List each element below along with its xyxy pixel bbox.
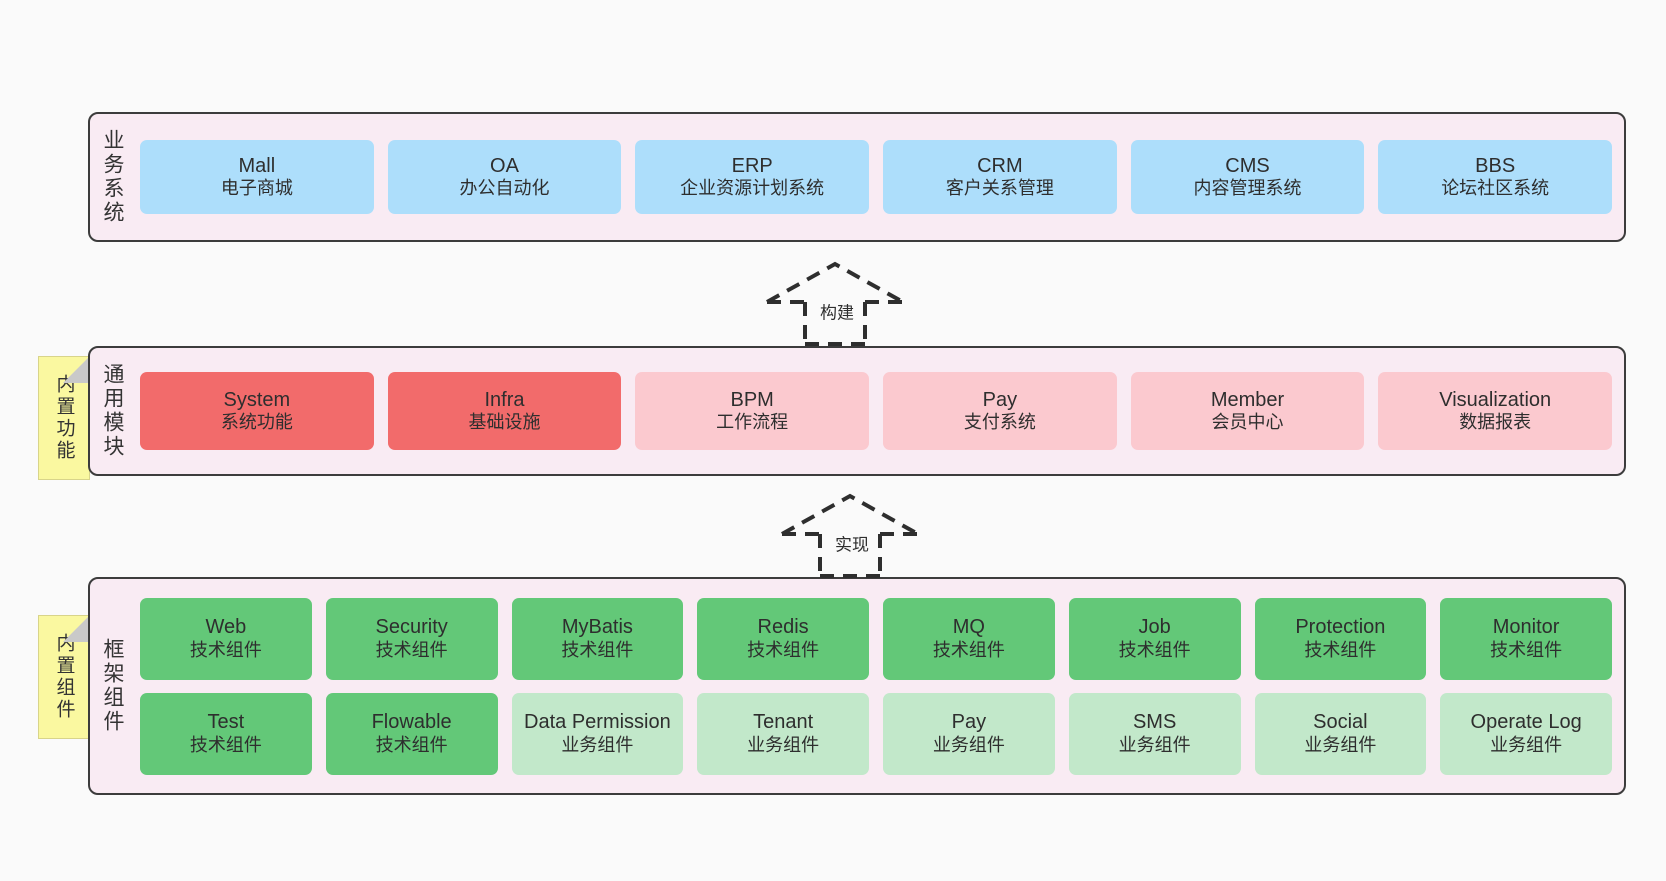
node-infra[interactable]: Infra 基础设施 xyxy=(387,372,622,450)
node-system[interactable]: System 系统功能 xyxy=(140,372,374,450)
layer-label-business-systems: 业务系统 xyxy=(101,129,125,225)
node-member[interactable]: Member 会员中心 xyxy=(1130,372,1365,450)
node-mall[interactable]: Mall 电子商城 xyxy=(140,140,374,214)
node-bbs[interactable]: BBS 论坛社区系统 xyxy=(1378,140,1613,214)
node-oa[interactable]: OA 办公自动化 xyxy=(387,140,622,214)
node-operate-log[interactable]: Operate Log 业务组件 xyxy=(1440,692,1612,775)
node-row: Web 技术组件 Security 技术组件 MyBatis 技术组件 Redi… xyxy=(134,597,1624,680)
node-cms[interactable]: CMS 内容管理系统 xyxy=(1130,140,1365,214)
layer-business-systems: 业务系统 Mall 电子商城 OA 办公自动化 ERP 企业资源计划系统 CRM… xyxy=(88,112,1626,242)
layer-label-common-modules: 通用模块 xyxy=(101,363,125,459)
node-row: Test 技术组件 Flowable 技术组件 Data Permission … xyxy=(134,692,1624,775)
connector-implement: 实现 xyxy=(775,490,925,578)
node-crm[interactable]: CRM 客户关系管理 xyxy=(883,140,1117,214)
node-pay-component[interactable]: Pay 业务组件 xyxy=(883,692,1055,775)
connector-build: 构建 xyxy=(760,258,910,346)
dashed-hollow-arrow-up-icon xyxy=(781,493,919,578)
layer-label-framework-components: 框架组件 xyxy=(101,638,125,734)
layer-body-framework-components: Web 技术组件 Security 技术组件 MyBatis 技术组件 Redi… xyxy=(134,579,1624,793)
node-security[interactable]: Security 技术组件 xyxy=(325,597,498,680)
node-row: System 系统功能 Infra 基础设施 BPM 工作流程 Pay 支付系统… xyxy=(134,372,1624,450)
node-data-permission[interactable]: Data Permission 业务组件 xyxy=(511,692,684,775)
sticky-note-built-in-components: 内置组件 xyxy=(38,615,90,739)
node-erp[interactable]: ERP 企业资源计划系统 xyxy=(635,140,870,214)
layer-common-modules: 通用模块 System 系统功能 Infra 基础设施 BPM 工作流程 Pay… xyxy=(88,346,1626,476)
node-redis[interactable]: Redis 技术组件 xyxy=(697,597,869,680)
sticky-note-built-in-components-label: 内置组件 xyxy=(53,633,75,721)
sticky-note-built-in-features-label: 内置功能 xyxy=(53,374,75,462)
node-visualization[interactable]: Visualization 数据报表 xyxy=(1378,372,1613,450)
layer-body-common-modules: System 系统功能 Infra 基础设施 BPM 工作流程 Pay 支付系统… xyxy=(134,348,1624,474)
node-web[interactable]: Web 技术组件 xyxy=(140,597,312,680)
node-pay-module[interactable]: Pay 支付系统 xyxy=(883,372,1117,450)
connector-implement-label: 实现 xyxy=(835,535,870,555)
dashed-hollow-arrow-up-icon xyxy=(766,261,904,346)
node-tenant[interactable]: Tenant 业务组件 xyxy=(697,692,869,775)
node-flowable[interactable]: Flowable 技术组件 xyxy=(325,692,498,775)
sticky-note-built-in-features: 内置功能 xyxy=(38,356,90,480)
node-sms[interactable]: SMS 业务组件 xyxy=(1068,692,1241,775)
node-mybatis[interactable]: MyBatis 技术组件 xyxy=(511,597,684,680)
node-protection[interactable]: Protection 技术组件 xyxy=(1254,597,1427,680)
node-mq[interactable]: MQ 技术组件 xyxy=(883,597,1055,680)
node-job[interactable]: Job 技术组件 xyxy=(1068,597,1241,680)
node-monitor[interactable]: Monitor 技术组件 xyxy=(1440,597,1612,680)
layer-framework-components: 框架组件 Web 技术组件 Security 技术组件 MyBatis 技术组件… xyxy=(88,577,1626,795)
node-test[interactable]: Test 技术组件 xyxy=(140,692,312,775)
node-bpm[interactable]: BPM 工作流程 xyxy=(635,372,870,450)
layer-body-business-systems: Mall 电子商城 OA 办公自动化 ERP 企业资源计划系统 CRM 客户关系… xyxy=(134,114,1624,240)
node-row: Mall 电子商城 OA 办公自动化 ERP 企业资源计划系统 CRM 客户关系… xyxy=(134,140,1624,214)
connector-build-label: 构建 xyxy=(820,303,855,323)
node-social[interactable]: Social 业务组件 xyxy=(1254,692,1427,775)
